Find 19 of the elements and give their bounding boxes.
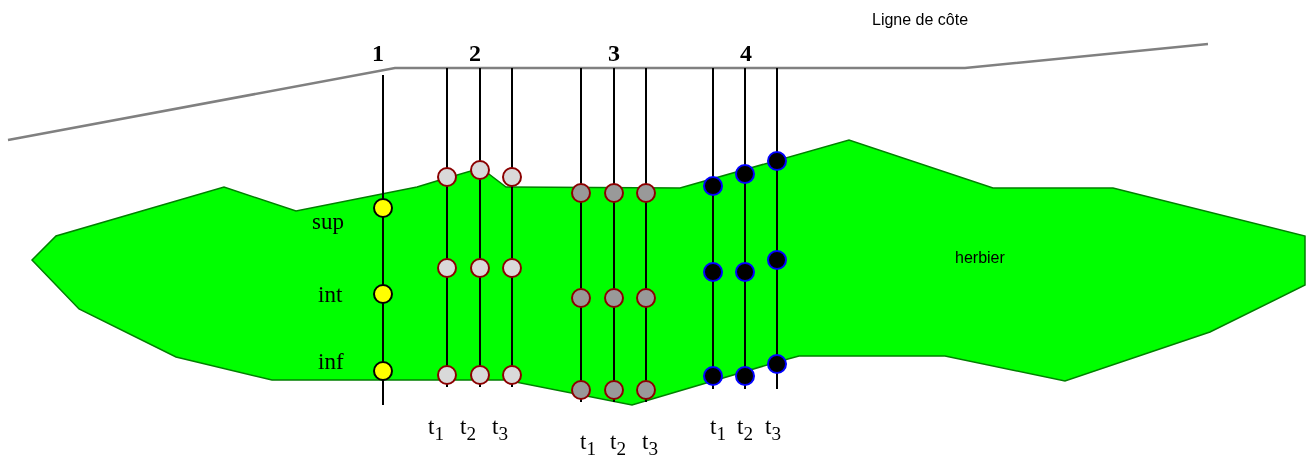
time-label: t$_{2}$ (610, 430, 626, 458)
time-label: t$_{2}$ (460, 415, 476, 443)
time-label: t$_{3}$ (765, 415, 781, 443)
time-label: t$_{2}$ (737, 415, 753, 443)
time-label: t$_{1}$ (710, 415, 726, 443)
transect-number: 2 (469, 41, 481, 65)
seagrass-area (32, 140, 1305, 405)
time-label: t$_{3}$ (492, 415, 508, 443)
area-label: herbier (955, 250, 1005, 266)
transect-number: 1 (372, 41, 384, 65)
coastline-label: Ligne de côte (872, 12, 969, 28)
level-label: int (318, 283, 343, 306)
time-label: t$_{1}$ (428, 415, 444, 443)
time-label: t$_{3}$ (642, 430, 658, 458)
transect-number: 4 (740, 41, 752, 65)
level-label: sup (312, 210, 344, 233)
time-label: t$_{1}$ (580, 430, 596, 458)
level-label: inf (318, 350, 344, 373)
transect-number: 3 (608, 41, 620, 65)
